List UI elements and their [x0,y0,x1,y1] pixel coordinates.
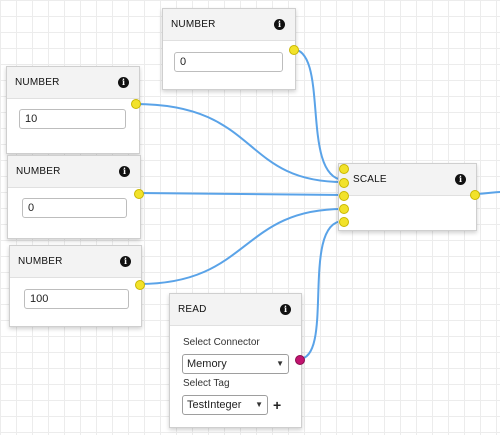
info-icon[interactable]: i [120,256,131,267]
input-port-3[interactable] [339,191,349,201]
number-node-b[interactable]: NUMBER i 0 [7,155,144,239]
number-input[interactable]: 0 [22,198,127,218]
node-header[interactable]: NUMBER i [7,67,139,99]
wire-number-b-to-scale[interactable] [137,192,344,196]
input-port-5[interactable] [339,217,349,227]
info-icon[interactable]: i [280,304,291,315]
tag-select-value: TestInteger [187,399,242,411]
read-node[interactable]: READ i Select Connector Memory ▼ Select … [169,293,305,428]
wire-number-a-to-scale[interactable] [134,103,344,183]
number-node-c[interactable]: NUMBER i 100 [9,245,145,327]
output-port[interactable] [135,280,145,290]
chevron-down-icon: ▼ [255,400,263,409]
input-port-4[interactable] [339,204,349,214]
node-title: NUMBER [18,256,63,267]
connector-label: Select Connector [183,337,260,348]
info-icon[interactable]: i [119,166,130,177]
info-icon[interactable]: i [118,77,129,88]
output-port[interactable] [470,190,480,200]
tag-label: Select Tag [183,378,230,389]
input-port-1[interactable] [339,164,349,174]
tag-select[interactable]: TestInteger ▼ [182,395,268,415]
number-input[interactable]: 0 [174,52,283,72]
output-port[interactable] [289,45,299,55]
node-header[interactable]: NUMBER i [10,246,141,278]
output-port[interactable] [134,189,144,199]
connector-select[interactable]: Memory ▼ [182,354,289,374]
plus-icon[interactable]: + [273,397,282,413]
wire-number-top-to-scale[interactable] [291,48,344,181]
scale-node[interactable]: SCALE i [338,163,480,231]
node-title: NUMBER [16,166,61,177]
wire-number-c-to-scale[interactable] [138,208,344,285]
info-icon[interactable]: i [455,174,466,185]
output-port[interactable] [131,99,141,109]
node-header[interactable]: NUMBER i [163,9,295,41]
number-node-a[interactable]: NUMBER i 10 [6,66,141,154]
info-icon[interactable]: i [274,19,285,30]
connector-select-value: Memory [187,358,227,370]
wire-read-to-scale[interactable] [298,220,344,360]
node-title: READ [178,304,207,315]
node-header[interactable]: NUMBER i [8,156,140,188]
node-title: NUMBER [15,77,60,88]
node-header[interactable]: READ i [170,294,301,326]
input-port-2[interactable] [339,178,349,188]
number-input[interactable]: 100 [24,289,129,309]
number-node-top[interactable]: NUMBER i 0 [162,8,299,90]
chevron-down-icon: ▼ [276,359,284,368]
node-title: SCALE [353,174,387,185]
node-header[interactable]: SCALE i [339,164,476,196]
connector-output-port[interactable] [295,355,305,365]
number-input[interactable]: 10 [19,109,126,129]
node-title: NUMBER [171,19,216,30]
